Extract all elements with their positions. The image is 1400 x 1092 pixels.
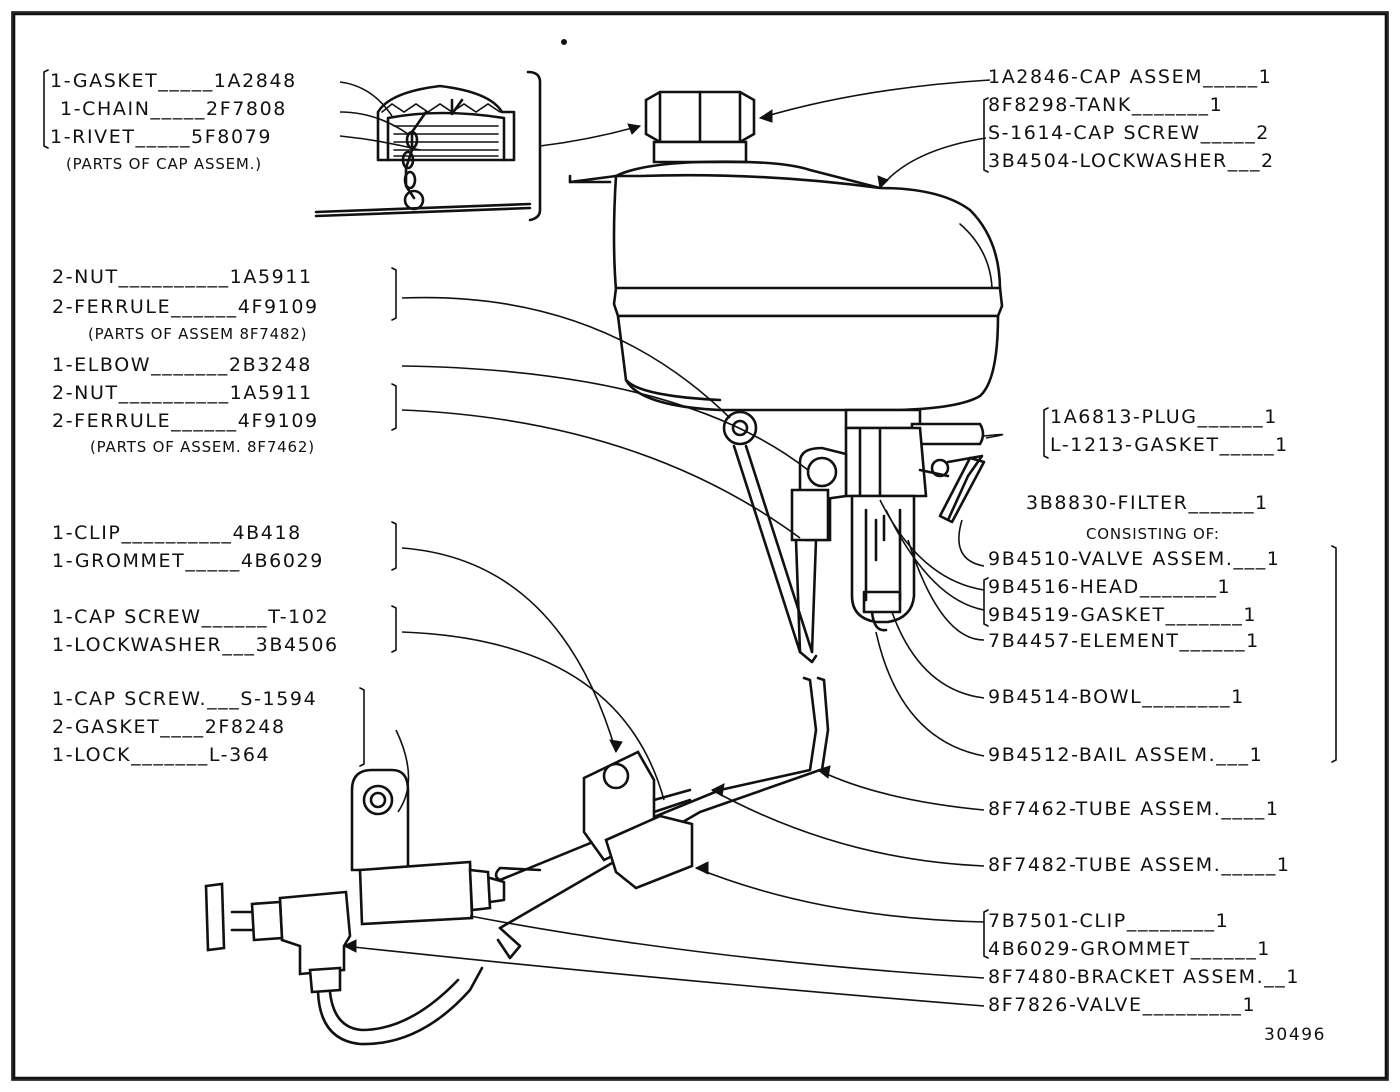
- cap-screw-label-1: 1-CAP SCREW______T-102: [52, 606, 330, 628]
- cap-screw-label-3: S-1614-CAP SCREW_____2: [988, 122, 1270, 144]
- tube-drawing: [494, 410, 830, 960]
- nut-label-1: 2-NUT__________1A5911: [52, 266, 313, 288]
- nut-label-2: 2-NUT__________1A5911: [52, 382, 313, 404]
- leader-lines: [43, 69, 1337, 1007]
- plug-label: 1A6813-PLUG______1: [1050, 406, 1278, 428]
- tube-assem-label-1: 8F7462-TUBE ASSEM.____1: [988, 798, 1280, 820]
- figure-border: [12, 12, 1388, 1080]
- ferrule-label-2: 2-FERRULE______4F9109: [52, 410, 319, 432]
- valve-assem-label: 9B4510-VALVE ASSEM.___1: [988, 548, 1281, 570]
- grommet-label-2: 4B6029-GROMMET______1: [988, 938, 1271, 960]
- cap-assem-label: 1A2846-CAP ASSEM_____1: [988, 66, 1273, 88]
- lockwasher-label: 1-LOCKWASHER___3B4506: [52, 634, 339, 656]
- assem-note-1: (PARTS OF ASSEM 8F7482): [88, 325, 308, 343]
- lockwasher-label-2: 3B4504-LOCKWASHER___2: [988, 150, 1275, 172]
- head-label: 9B4516-HEAD_______1: [988, 576, 1232, 598]
- figure-number: 30496: [1264, 1025, 1327, 1045]
- tank-label: 8F8298-TANK_______1: [988, 94, 1224, 116]
- speck: [561, 39, 567, 45]
- lock-label: 1-LOCK_______L-364: [52, 744, 271, 766]
- cap-gasket-label: 1-GASKET_____1A2848: [50, 70, 297, 92]
- filter-gasket-label: 9B4519-GASKET_______1: [988, 604, 1258, 626]
- clip-label-2: 7B7501-CLIP________1: [988, 910, 1230, 932]
- tank-drawing: [568, 90, 1004, 446]
- cap-chain-label: 1-CHAIN_____2F7808: [60, 98, 287, 120]
- plug-gasket-label: L-1213-GASKET_____1: [1050, 434, 1289, 456]
- assem-note-2: (PARTS OF ASSEM. 8F7462): [90, 438, 315, 456]
- bail-assem-label: 9B4512-BAIL ASSEM.___1: [988, 744, 1264, 766]
- gasket-label-2: 2-GASKET____2F8248: [52, 716, 286, 738]
- filter-label: 3B8830-FILTER______1: [1026, 492, 1269, 514]
- clip-label: 1-CLIP__________4B418: [52, 522, 302, 544]
- cap-detail-drawing: [314, 70, 542, 222]
- valve-label: 8F7826-VALVE_________1: [988, 994, 1257, 1016]
- tube-assem-label-2: 8F7482-TUBE ASSEM._____1: [988, 854, 1291, 876]
- bracket-assem-label: 8F7480-BRACKET ASSEM.__1: [988, 966, 1301, 988]
- grommet-label: 1-GROMMET_____4B6029: [52, 550, 324, 572]
- bracket-valve-drawing: [204, 768, 506, 1046]
- cap-screw-label-2: 1-CAP SCREW.___S-1594: [52, 688, 318, 710]
- bowl-label: 9B4514-BOWL________1: [988, 686, 1245, 708]
- elbow-label: 1-ELBOW_______2B3248: [52, 354, 312, 376]
- element-label: 7B4457-ELEMENT______1: [988, 630, 1260, 652]
- ferrule-label-1: 2-FERRULE______4F9109: [52, 296, 319, 318]
- cap-parts-note: (PARTS OF CAP ASSEM.): [66, 155, 262, 173]
- cap-rivet-label: 1-RIVET_____5F8079: [50, 126, 273, 148]
- consisting-of-label: CONSISTING OF:: [1086, 525, 1220, 543]
